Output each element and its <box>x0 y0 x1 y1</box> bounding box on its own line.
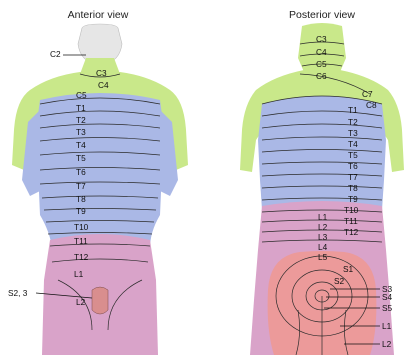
post-label-l1: L1 <box>318 212 328 222</box>
post-label-l2: L2 <box>318 222 328 232</box>
ant-label-t2: T2 <box>76 115 86 125</box>
post-label-t8: T8 <box>348 183 358 193</box>
ant-label-t4: T4 <box>76 140 86 150</box>
ant-label-c5: C5 <box>76 90 87 100</box>
ant-label-t5: T5 <box>76 153 86 163</box>
post-label-c8: C8 <box>366 100 377 110</box>
ant-label-t11: T11 <box>74 236 88 246</box>
ant-label-t7: T7 <box>76 181 86 191</box>
post-label-t11: T11 <box>344 216 358 226</box>
ant-label-t10: T10 <box>74 222 89 232</box>
post-label-c7: C7 <box>362 89 373 99</box>
ant-label-c3: C3 <box>96 68 107 78</box>
ant-label-l1: L1 <box>74 269 84 279</box>
ant-label-s23: S2, 3 <box>8 288 28 298</box>
anterior-torso-thoracic <box>36 93 164 248</box>
post-label-l2-leg: L2 <box>382 339 392 349</box>
post-label-l5: L5 <box>318 252 328 262</box>
anterior-head <box>78 24 122 62</box>
post-label-s4: S4 <box>382 292 393 302</box>
post-label-s5: S5 <box>382 303 393 313</box>
post-label-t3: T3 <box>348 128 358 138</box>
post-label-c5: C5 <box>316 59 327 69</box>
posterior-view-title: Posterior view <box>289 9 355 21</box>
post-label-t12: T12 <box>344 227 359 237</box>
post-label-t10: T10 <box>344 205 359 215</box>
ant-label-l2: L2 <box>76 297 86 307</box>
post-label-t7: T7 <box>348 172 358 182</box>
ant-label-t3: T3 <box>76 127 86 137</box>
post-label-c4: C4 <box>316 47 327 57</box>
post-label-s1: S1 <box>343 264 354 274</box>
post-label-l4: L4 <box>318 242 328 252</box>
post-label-t1: T1 <box>348 105 358 115</box>
anterior-view: Anterior view C2 C3 <box>8 9 188 355</box>
post-label-s2: S2 <box>334 276 345 286</box>
anterior-genital <box>92 287 108 314</box>
posterior-view: Posterior view <box>240 9 404 355</box>
ant-label-t8: T8 <box>76 194 86 204</box>
post-label-l3: L3 <box>318 232 328 242</box>
posterior-torso-thoracic <box>258 96 386 210</box>
ant-label-c4: C4 <box>98 80 109 90</box>
post-label-t2: T2 <box>348 117 358 127</box>
ant-label-t9: T9 <box>76 206 86 216</box>
ant-label-c2: C2 <box>50 49 61 59</box>
post-label-t4: T4 <box>348 139 358 149</box>
post-label-t5: T5 <box>348 150 358 160</box>
ant-label-t1: T1 <box>76 103 86 113</box>
post-label-c6: C6 <box>316 71 327 81</box>
ant-label-t6: T6 <box>76 167 86 177</box>
post-label-t6: T6 <box>348 161 358 171</box>
anterior-view-title: Anterior view <box>68 9 129 21</box>
post-label-l1-leg: L1 <box>382 321 392 331</box>
post-label-c3: C3 <box>316 34 327 44</box>
ant-label-t12: T12 <box>74 252 89 262</box>
post-label-t9: T9 <box>348 194 358 204</box>
